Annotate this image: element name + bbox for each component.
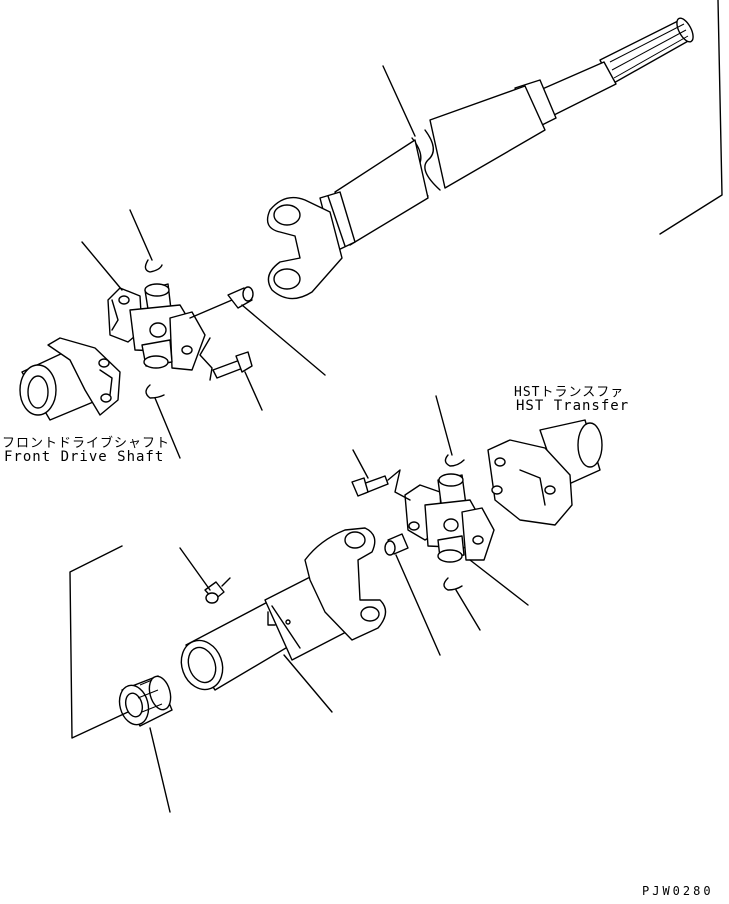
leader-lower-bolt (352, 449, 369, 479)
front-drive-shaft-label-en: Front Drive Shaft (4, 449, 165, 465)
leader-shaft-grease (179, 547, 211, 591)
lower-grease-fitting (384, 533, 409, 556)
upper-snap-ring-bottom (145, 384, 165, 399)
lower-bolt (351, 469, 411, 501)
upper-universal-joint (107, 283, 233, 371)
slip-yoke-shaft (180, 527, 387, 691)
dust-seal (118, 675, 173, 727)
lower-snap-ring-bottom (443, 577, 463, 591)
drawing-code: PJW0280 (642, 884, 714, 898)
front-drive-shaft-flange (19, 337, 121, 421)
upper-bolt (199, 337, 253, 381)
left-bracket (69, 545, 129, 739)
hst-transfer-label-jp: HSTトランスファ (514, 385, 625, 400)
leader-upper-grease (241, 304, 326, 376)
leader-dust-seal (149, 727, 171, 813)
leader-lower-snap-ring-bottom (455, 589, 481, 631)
leader-upper-snap-ring-bottom (154, 397, 181, 459)
leader-long-shaft (382, 65, 416, 137)
leader-upper-bolt (244, 371, 263, 411)
leader-lower-snap-ring-top (435, 395, 453, 456)
lower-universal-joint (404, 473, 495, 563)
leader-slip-yoke (283, 654, 333, 713)
hst-transfer-label-en: HST Transfer (516, 398, 630, 414)
shaft-grease-nipple (204, 577, 231, 604)
leader-lower-grease (395, 554, 441, 656)
front-drive-shaft-label-jp: フロントドライブシャフト (2, 436, 171, 451)
leader-upper-snap-ring-top (129, 209, 153, 261)
upper-grease-fitting (227, 286, 254, 309)
upper-snap-ring-top (144, 259, 163, 273)
leader-upper-cap (81, 241, 123, 291)
long-drive-shaft (266, 0, 723, 300)
leader-lower-cap (469, 559, 529, 606)
hst-transfer-flange (487, 419, 603, 526)
lower-snap-ring-top (444, 454, 465, 467)
